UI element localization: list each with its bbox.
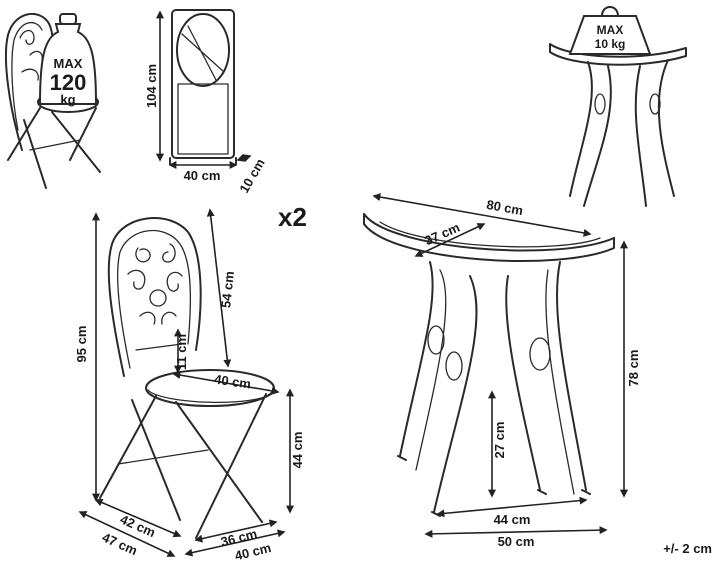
table-weight-max-label: MAX <box>597 23 624 37</box>
chair-total-depth-label: 47 cm <box>100 530 140 559</box>
chair-seat-diameter-label: 40 cm <box>213 372 252 392</box>
small-table-illustration <box>549 43 687 207</box>
table-leg-gap-label: 27 cm <box>492 422 507 459</box>
table-height-label: 78 cm <box>626 350 641 387</box>
table-base-inner-label: 44 cm <box>494 512 531 527</box>
chair-seat-height-label: 44 cm <box>290 432 305 469</box>
chair-weight-value: 120 <box>50 70 87 95</box>
table-illustration <box>363 213 615 517</box>
chair-weight-unit: kg <box>60 92 75 107</box>
folded-width-label: 40 cm <box>184 168 221 183</box>
folded-height-label: 104 cm <box>144 64 159 108</box>
chair-back-height-label: 54 cm <box>218 270 237 308</box>
quantity-label: x2 <box>278 202 307 232</box>
table-base-outer-label: 50 cm <box>498 534 535 549</box>
table-weight-value: 10 kg <box>595 37 626 51</box>
table-weight-icon: MAX 10 kg <box>568 6 652 55</box>
chair-weight-icon: MAX 120 kg <box>38 13 98 107</box>
table-width-label: 80 cm <box>485 197 524 218</box>
chair-weight-max-label: MAX <box>54 56 83 71</box>
tolerance-label: +/- 2 cm <box>663 541 712 556</box>
folded-chair-dimensions: 104 cm 40 cm 10 cm <box>144 10 268 195</box>
folded-depth-label: 10 cm <box>236 156 267 195</box>
chair-back-gap-label: 11 cm <box>174 334 189 370</box>
chair-height-label: 95 cm <box>74 326 89 363</box>
folded-chair-illustration <box>169 9 237 165</box>
chair-seat-depth-label: 42 cm <box>118 512 158 541</box>
